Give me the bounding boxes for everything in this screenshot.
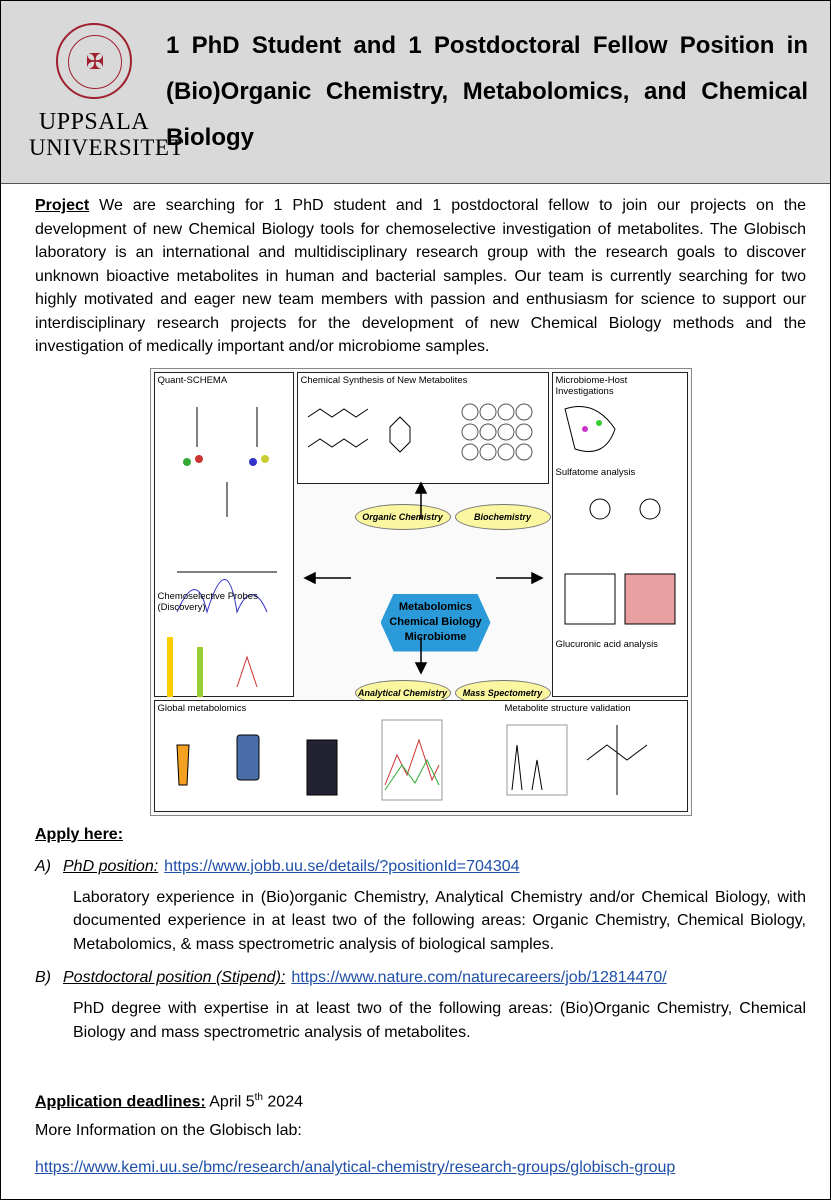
panel-title-sulfatome: Sulfatome analysis [555,466,636,478]
panel-quant-schema: Quant-SCHEMA Chemoselective Probes (Disc… [153,371,294,697]
header-banner: ✠ UPPSALA UNIVERSITET 1 PhD Student and … [1,1,830,184]
apply-section: Apply here: A) PhD position: https://www… [35,824,806,1045]
phd-description: Laboratory experience in (Bio)organic Ch… [73,888,806,953]
panel-title-validation: Metabolite structure validation [504,702,631,714]
synthesis-structures [307,403,532,460]
panel-global-metabolomics: Global metabolomics Metabolite structure… [153,699,688,812]
panel-title-global: Global metabolomics [157,702,247,714]
phd-position-item: A) PhD position: https://www.jobb.uu.se/… [35,855,806,878]
bubble-organic-chemistry: Organic Chemistry [354,503,451,530]
deadline-year: 2024 [267,1093,303,1111]
postdoc-link[interactable]: https://www.nature.com/naturecareers/job… [291,969,667,986]
main-content: Project We are searching for 1 PhD stude… [1,184,830,1179]
quant-schema-diagram [166,406,277,697]
panel-chemical-synthesis: Chemical Synthesis of New Metabolites [296,371,549,484]
phd-marker: A) [35,857,51,875]
center-line-1: Metabolomics [398,601,473,613]
panel-title-probes: Chemoselective Probes (Discovery) [157,590,258,613]
apply-heading: Apply here: [35,825,124,843]
project-paragraph: Project We are searching for 1 PhD stude… [35,194,806,359]
postdoc-marker: B) [35,969,51,986]
panel-title-quant: Quant-SCHEMA [157,374,228,386]
deadline-label: Application deadlines: [35,1093,206,1111]
logo-line-1: UPPSALA [38,109,150,135]
center-line-3: Microbiome [404,631,467,643]
university-seal-icon: ✠ [56,23,132,99]
phd-label: PhD position: [63,857,159,875]
center-hexagon: Metabolomics Chemical Biology Microbiome [380,593,491,652]
deadline-date: April 5 [209,1093,255,1111]
panel-microbiome-host: Microbiome-Host Investigations Sulfatome… [551,371,688,697]
postdoc-position-item: B) Postdoctoral position (Stipend): http… [35,966,806,989]
postdoc-description: PhD degree with expertise in at least tw… [73,1000,806,1041]
workflow-diagram [175,719,647,800]
project-text: We are searching for 1 PhD student and 1… [35,197,806,355]
lab-website-link[interactable]: https://www.kemi.uu.se/bmc/research/anal… [35,1159,676,1177]
panel-title-glucuronic: Glucuronic acid analysis [555,638,658,650]
bubble-biochemistry: Biochemistry [454,503,551,530]
center-hub: Organic Chemistry Biochemistry Metabolom… [347,503,551,706]
project-label: Project [35,197,90,214]
research-figure: Quant-SCHEMA Chemoselective Probes (Disc… [149,367,692,816]
phd-link[interactable]: https://www.jobb.uu.se/details/?position… [164,857,520,875]
center-line-2: Chemical Biology [389,616,482,628]
university-logo: ✠ UPPSALA UNIVERSITET [29,23,184,161]
postdoc-label: Postdoctoral position (Stipend): [63,969,286,986]
microbiome-diagram [563,405,675,624]
more-info-text: More Information on the Globisch lab: [35,1122,302,1140]
application-deadline: Application deadlines: April 5th 2024 [35,1086,806,1113]
deadline-suffix: th [254,1092,263,1103]
logo-line-2: UNIVERSITET [29,135,184,160]
panel-title-synthesis: Chemical Synthesis of New Metabolites [300,374,468,386]
panel-title-microbiome: Microbiome-Host Investigations [555,374,628,397]
page-title: 1 PhD Student and 1 Postdoctoral Fellow … [166,32,808,151]
